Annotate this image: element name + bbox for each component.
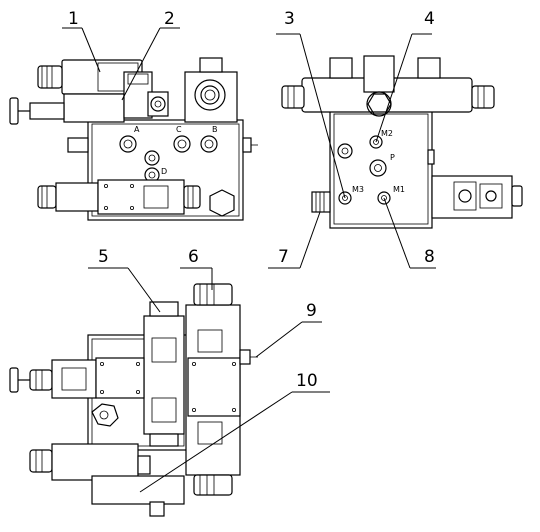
callout-4: 4 (424, 9, 435, 29)
view-front (9, 27, 258, 221)
callout-9: 9 (306, 301, 317, 321)
callout-10: 10 (296, 371, 318, 391)
port-label-m1: M1 (393, 185, 405, 194)
port-label-d: D (161, 167, 167, 176)
port-label-c: C (176, 125, 182, 134)
callout-3: 3 (284, 9, 295, 29)
callout-8: 8 (424, 247, 435, 267)
callout-1: 1 (68, 9, 79, 29)
callout-6: 6 (188, 247, 199, 267)
callout-2: 2 (164, 9, 175, 29)
view-rear (268, 33, 523, 269)
port-label-m2: M2 (381, 129, 393, 138)
port-label-m3: M3 (352, 185, 364, 194)
view-top (9, 267, 330, 517)
callout-5: 5 (98, 247, 109, 267)
port-label-p: P (390, 153, 395, 162)
callout-7: 7 (278, 247, 289, 267)
port-label-a: A (134, 125, 140, 134)
port-label-b: B (212, 125, 218, 134)
